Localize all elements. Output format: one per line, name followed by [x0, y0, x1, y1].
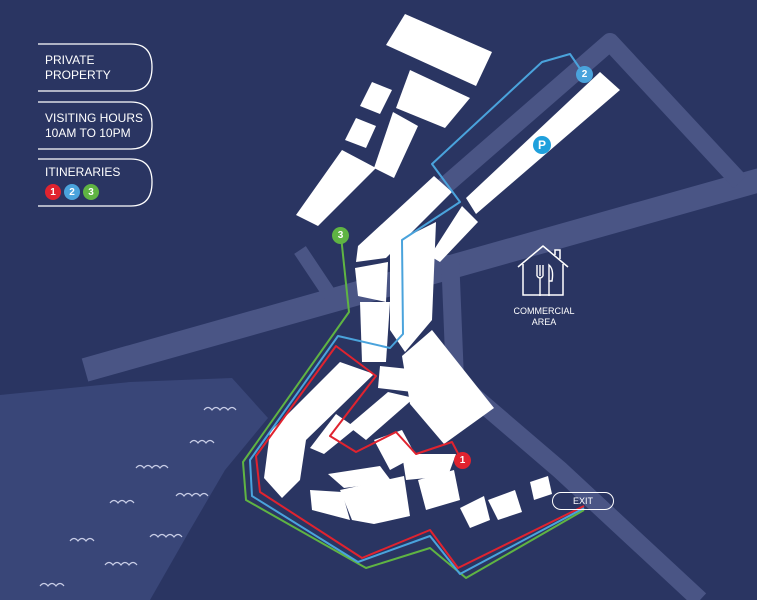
private-property-line-2: PROPERTY [45, 68, 111, 82]
commercial-area-label: COMMERCIAL AREA [504, 306, 584, 328]
commercial-area-line-1: COMMERCIAL [513, 306, 575, 316]
buildings [264, 14, 620, 528]
itinerary-3-badge[interactable]: 3 [83, 184, 99, 200]
itinerary-1-badge[interactable]: 1 [45, 184, 61, 200]
itineraries-title: ITINERARIES [45, 165, 121, 179]
itinerary-2-badge[interactable]: 2 [64, 184, 80, 200]
private-property-line-1: PRIVATE [45, 53, 95, 67]
route-1-path [255, 345, 585, 569]
itineraries-card: ITINERARIES 1 2 3 [38, 158, 153, 207]
route-2-path [249, 53, 585, 575]
house-restaurant-icon [517, 245, 569, 296]
commercial-area-line-2: AREA [531, 317, 557, 327]
parking-marker[interactable]: P [533, 136, 551, 154]
route-2-marker[interactable]: 2 [576, 66, 593, 83]
exit-button[interactable]: EXIT [552, 492, 614, 510]
sea-area [0, 378, 268, 600]
itinerary-badges: 1 2 3 [45, 184, 152, 200]
private-property-card: PRIVATE PROPERTY [38, 43, 153, 92]
route-1-marker[interactable]: 1 [454, 452, 471, 469]
visiting-hours-card: VISITING HOURS 10AM TO 10PM [38, 101, 153, 150]
visiting-hours-line-2: 10AM TO 10PM [45, 126, 131, 140]
visiting-hours-line-1: VISITING HOURS [45, 111, 144, 125]
wave-icons [39, 406, 237, 587]
route-3-marker[interactable]: 3 [332, 227, 349, 244]
